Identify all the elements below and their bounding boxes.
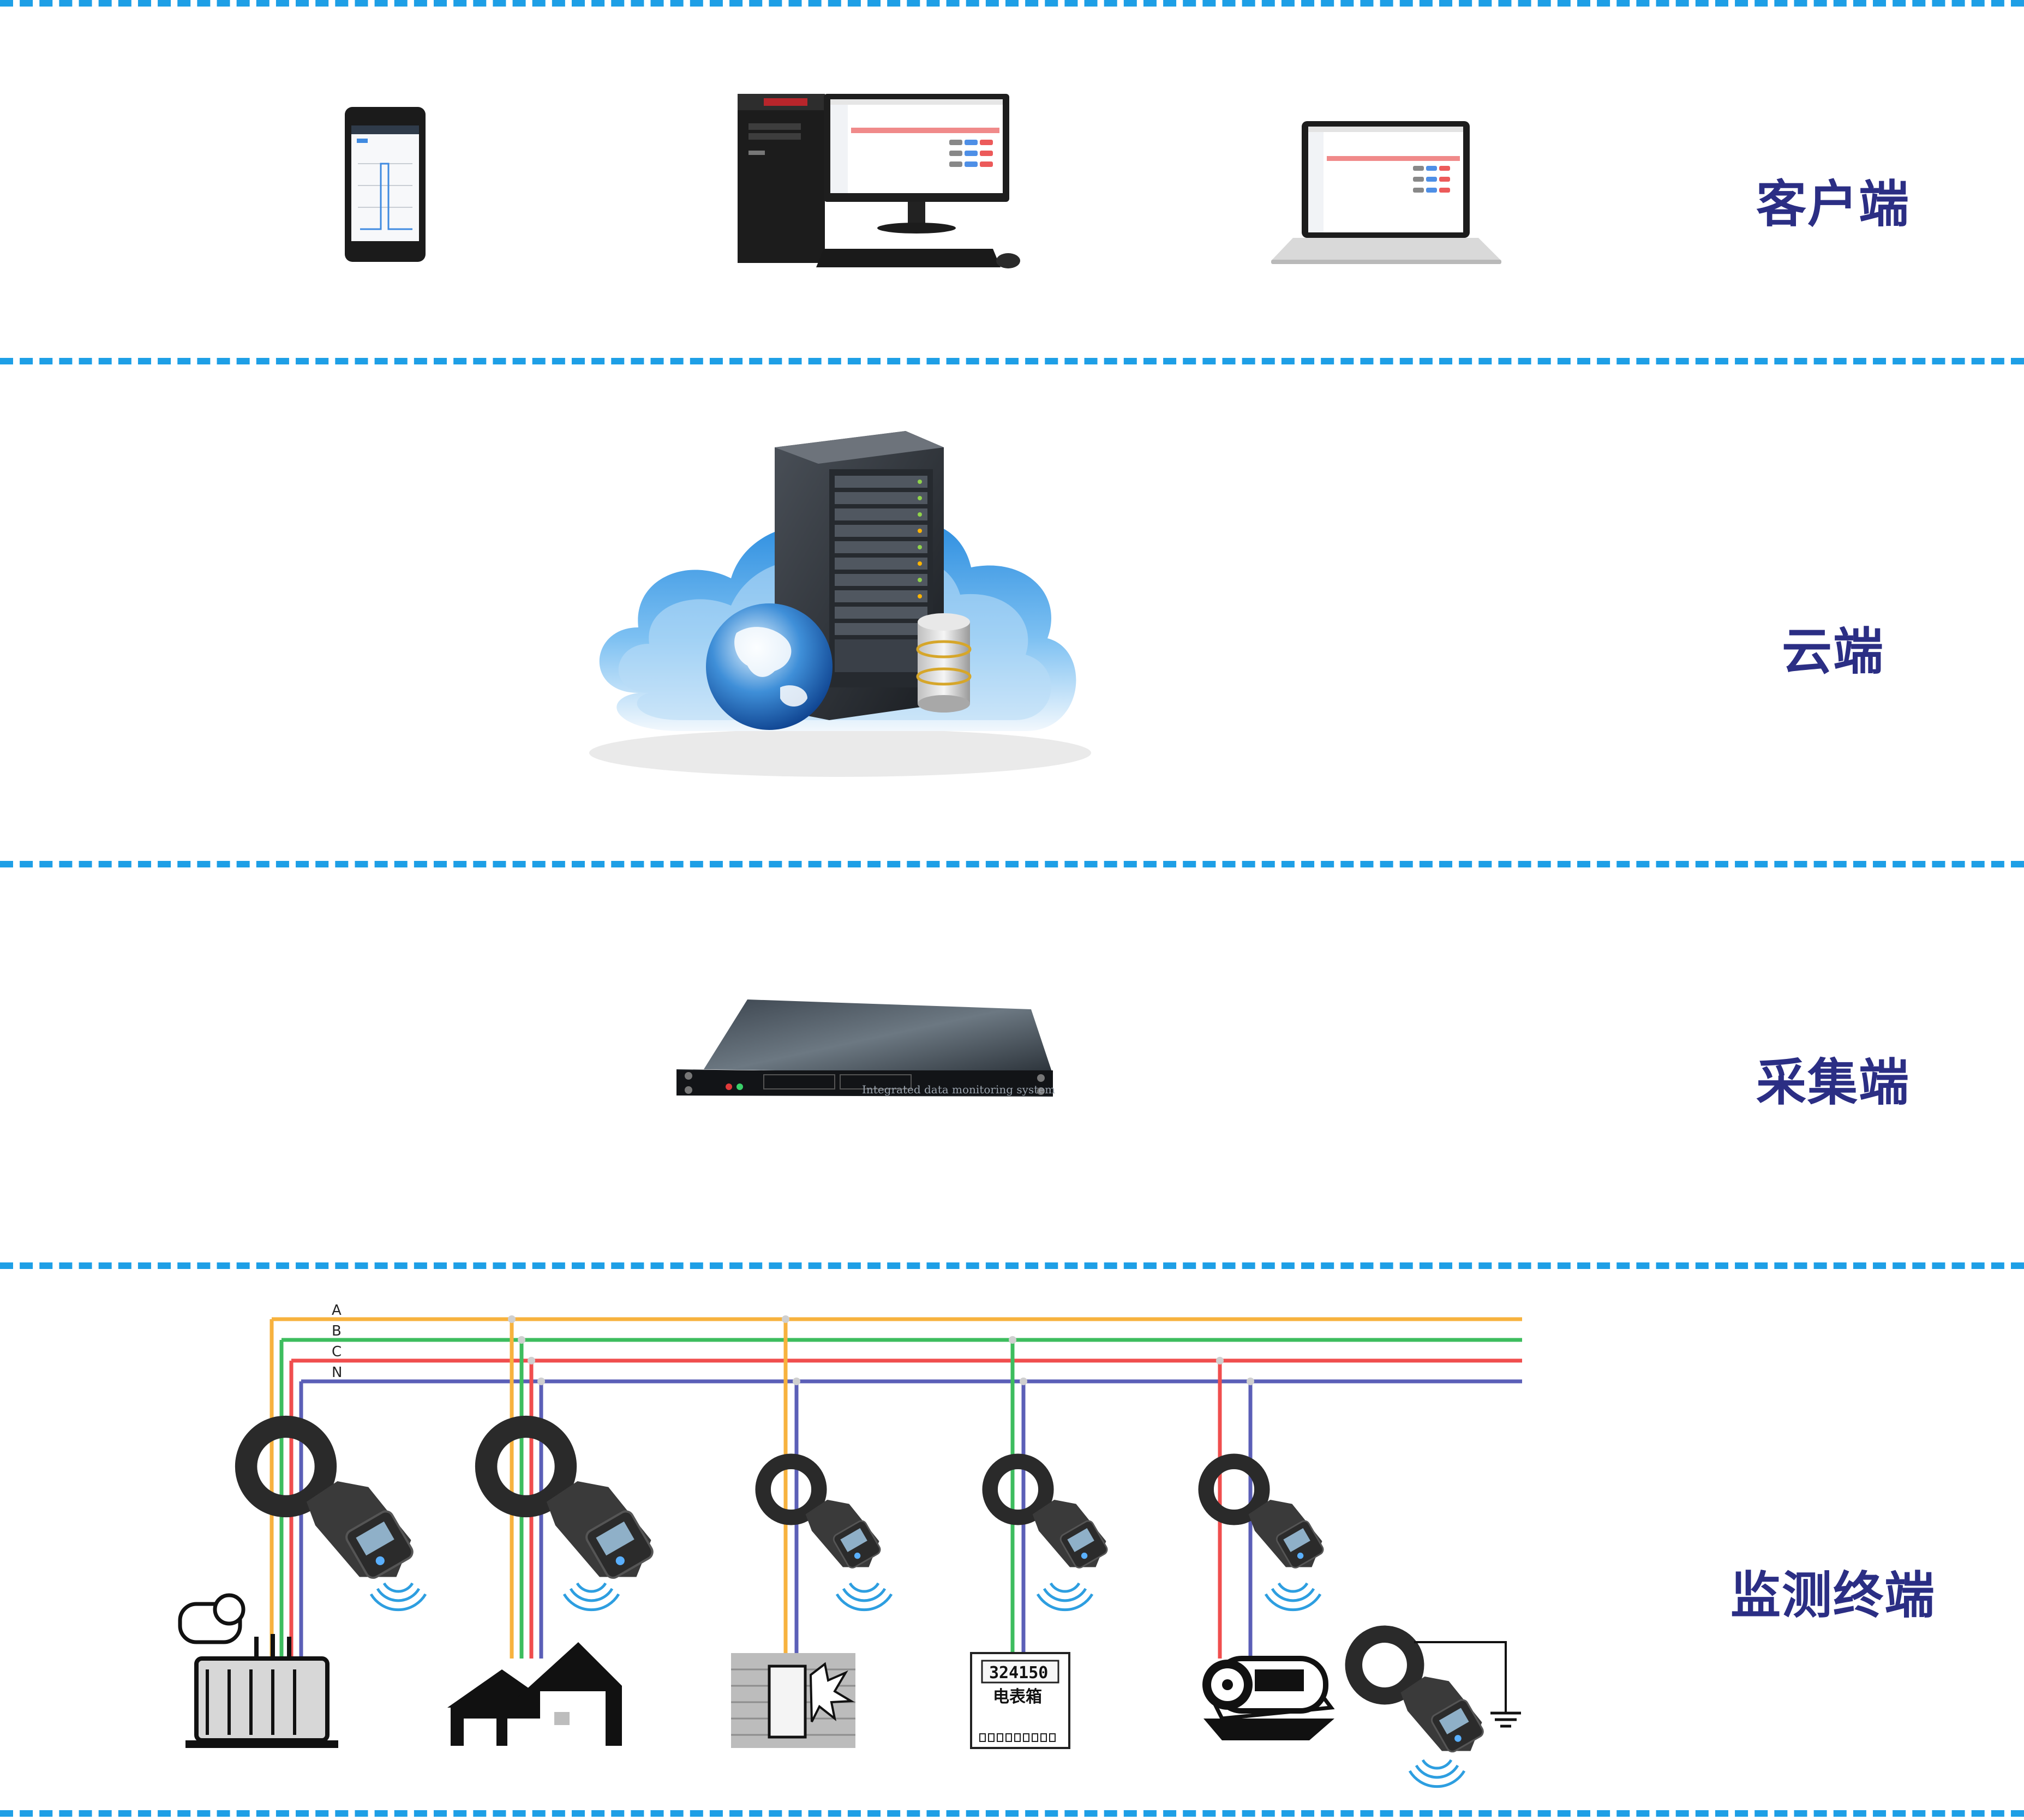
junction-dots	[508, 1315, 1254, 1385]
power-bus-wires: A B C N	[272, 1302, 1522, 1384]
house-icon	[447, 1642, 622, 1746]
collector-device-text: Integrated data monitoring system	[862, 1083, 1055, 1096]
desktop-computer-icon	[738, 94, 1020, 268]
wire-label-c: C	[332, 1344, 342, 1360]
divider-client-cloud	[0, 358, 2024, 364]
clamp-sensor-icon	[1354, 1634, 1485, 1753]
divider-top	[0, 0, 2024, 7]
motor-icon	[1202, 1656, 1335, 1740]
branch-transformer	[270, 1319, 303, 1659]
divider-collector-terminal	[0, 1262, 2024, 1269]
divider-cloud-collector	[0, 861, 2024, 867]
rack-collector-icon: Integrated data monitoring system	[676, 999, 1055, 1097]
wire-label-b: B	[332, 1323, 342, 1339]
wireless-signal-icon	[837, 1583, 891, 1610]
clamp-sensor-icon	[990, 1462, 1109, 1570]
wireless-signal-icon	[1266, 1583, 1320, 1610]
wireless-signal-icon	[564, 1583, 619, 1610]
electric-meter-box-icon: 324150 电表箱	[970, 1652, 1070, 1749]
branch-wall	[783, 1319, 799, 1659]
wire-label-n: N	[332, 1364, 342, 1381]
clamp-sensor-icon	[763, 1462, 882, 1570]
wireless-signal-icon	[1038, 1583, 1092, 1610]
clamp-sensor-icon	[1206, 1462, 1325, 1570]
wireless-signal-icon	[1410, 1760, 1464, 1787]
leakage-wall-icon	[731, 1653, 855, 1748]
wire-label-a: A	[332, 1302, 342, 1319]
globe-icon	[706, 603, 833, 730]
laptop-icon	[1271, 121, 1501, 264]
layer-label-terminal: 监测终端	[1730, 1566, 1936, 1625]
branch-meter	[1010, 1340, 1026, 1659]
ground-symbol-icon	[1414, 1641, 1521, 1728]
layer-label-client: 客户端	[1756, 175, 1910, 234]
database-icon	[916, 613, 972, 713]
branch-house	[510, 1319, 543, 1659]
layer-label-collector: 采集端	[1756, 1053, 1910, 1112]
meter-reading: 324150	[989, 1663, 1048, 1683]
smartphone-icon	[345, 107, 426, 262]
layer-label-cloud: 云端	[1781, 622, 1884, 681]
divider-bottom	[0, 1810, 2024, 1817]
wireless-signal-icon	[371, 1583, 426, 1610]
meter-box-label: 电表箱	[993, 1687, 1042, 1707]
transformer-icon	[178, 1593, 338, 1748]
